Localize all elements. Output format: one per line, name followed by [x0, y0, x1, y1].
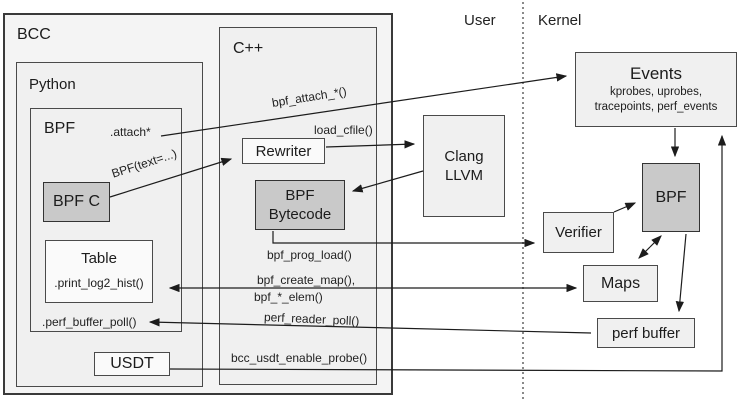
rewriter-label: Rewriter	[255, 142, 312, 160]
bcc-usdt-enable-probe-label: bcc_usdt_enable_probe()	[231, 351, 368, 365]
clang-llvm-box: Clang LLVM	[423, 115, 505, 217]
usdt-label: USDT	[110, 355, 154, 372]
usdt-box: USDT	[94, 352, 170, 376]
user-region-label: User	[464, 12, 496, 29]
bpf-prog-load-label: bpf_prog_load()	[267, 248, 352, 262]
events-sub2: tracepoints, perf_events	[594, 101, 718, 113]
attach-method-label: .attach*	[110, 125, 151, 139]
table-label: Table	[81, 250, 117, 267]
events-sub1: kprobes, uprobes,	[609, 86, 703, 99]
table-box: Table .print_log2_hist()	[45, 240, 153, 303]
arrow-maps-to-bpf	[638, 246, 651, 259]
kernel-region-label: Kernel	[538, 12, 582, 29]
maps-box: Maps	[583, 265, 658, 302]
arrow-verifier-to-bpf	[613, 202, 637, 213]
perf-buffer-box: perf buffer	[597, 318, 695, 348]
clang-label: Clang	[444, 147, 484, 165]
arrow-bpf-to-perfbuffer	[675, 233, 687, 313]
events-box: Events kprobes, uprobes, tracepoints, pe…	[575, 52, 737, 127]
arrow-bpf-to-maps	[649, 235, 662, 248]
bpf-bytecode-box: BPF Bytecode	[255, 180, 345, 230]
bcc-label: BCC	[17, 26, 51, 43]
verifier-label: Verifier	[555, 224, 602, 241]
print-log2-hist-label: .print_log2_hist()	[54, 276, 144, 290]
bpf-kernel-box: BPF	[642, 163, 700, 232]
bpf-bytecode-line2: Bytecode	[268, 206, 332, 223]
python-label: Python	[29, 76, 76, 93]
perf-buffer-label: perf buffer	[611, 324, 681, 342]
bpf-bytecode-line1: BPF	[285, 186, 315, 204]
bpf-create-map-label: bpf_create_map(),	[257, 273, 356, 287]
perf-buffer-poll-label: .perf_buffer_poll()	[42, 315, 137, 329]
cpp-label: C++	[233, 40, 264, 57]
rewriter-box: Rewriter	[242, 138, 325, 164]
bpf-kernel-label: BPF	[655, 188, 687, 206]
bpf-c-box: BPF C	[43, 182, 110, 222]
bpf-c-label: BPF C	[52, 193, 101, 210]
llvm-label: LLVM	[444, 167, 484, 184]
bpf-python-label: BPF	[44, 120, 76, 137]
verifier-box: Verifier	[543, 212, 614, 253]
events-label: Events	[630, 64, 682, 84]
bpf-elem-label: bpf_*_elem()	[254, 290, 323, 304]
maps-label: Maps	[600, 274, 641, 292]
load-cfile-label: load_cfile()	[314, 123, 373, 137]
